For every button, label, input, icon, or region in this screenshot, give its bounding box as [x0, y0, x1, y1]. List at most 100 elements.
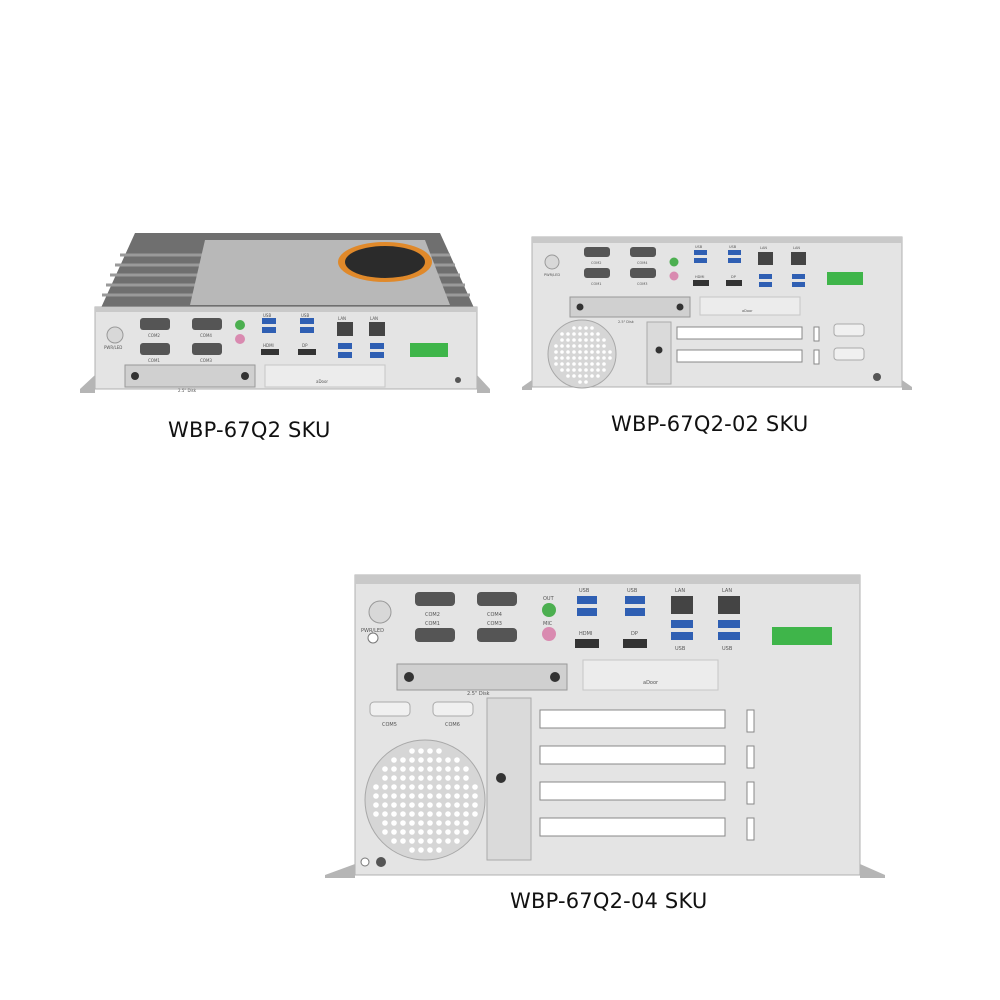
grille-hole	[409, 829, 415, 835]
grille-hole	[590, 368, 594, 372]
grille-hole	[409, 793, 415, 799]
brand-label: aDoor	[742, 309, 753, 313]
hdmi-label: HDMI	[695, 275, 704, 279]
grille-hole	[445, 820, 451, 826]
grille-hole	[472, 784, 478, 790]
grille-hole	[584, 326, 588, 330]
grille-hole	[608, 356, 612, 360]
grille-hole	[409, 820, 415, 826]
grille-hole	[578, 338, 582, 342]
lan-label-a: LAN	[675, 588, 685, 594]
grille-hole	[560, 350, 564, 354]
grille-hole	[436, 775, 442, 781]
grille-hole	[596, 368, 600, 372]
grille-hole	[382, 784, 388, 790]
grille-hole	[590, 338, 594, 342]
out-label: OUT	[543, 596, 555, 602]
grille-hole	[472, 802, 478, 808]
grille-hole	[584, 374, 588, 378]
grille-hole	[596, 362, 600, 366]
grille-hole	[382, 775, 388, 781]
grille-hole	[418, 766, 424, 772]
usb-label-a: USB	[263, 313, 271, 318]
caption-wbp-67q2: WBP-67Q2 SKU	[168, 418, 331, 442]
grille-hole	[436, 820, 442, 826]
grille-hole	[409, 838, 415, 844]
grille-hole	[418, 829, 424, 835]
com1-label: COM1	[148, 358, 160, 363]
grille-hole	[427, 802, 433, 808]
com4-label: COM4	[200, 333, 212, 338]
grille-hole	[572, 338, 576, 342]
grille-hole	[436, 847, 442, 853]
com2-label: COM2	[425, 612, 440, 618]
grille-hole	[436, 802, 442, 808]
grille-hole	[554, 344, 558, 348]
grille-hole	[400, 802, 406, 808]
grille-hole	[602, 344, 606, 348]
grille-hole	[427, 838, 433, 844]
grille-hole	[560, 356, 564, 360]
grille-hole	[400, 766, 406, 772]
dp-label: DP	[631, 631, 638, 637]
grille-hole	[584, 368, 588, 372]
pwr-led-label: PWR/LED	[104, 345, 122, 350]
grille-hole	[391, 784, 397, 790]
grille-hole	[400, 775, 406, 781]
grille-hole	[590, 350, 594, 354]
pwr-led-label: PWR/LED	[544, 273, 560, 277]
grille-hole	[463, 766, 469, 772]
grille-hole	[409, 811, 415, 817]
grille-hole	[427, 757, 433, 763]
mic-label: MIC	[543, 621, 553, 627]
grille-hole	[436, 757, 442, 763]
grille-hole	[391, 802, 397, 808]
grille-hole	[436, 784, 442, 790]
grille-hole	[584, 332, 588, 336]
grille-hole	[572, 374, 576, 378]
grille-hole	[602, 368, 606, 372]
grille-hole	[373, 793, 379, 799]
grille-hole	[596, 374, 600, 378]
grille-hole	[584, 380, 588, 384]
grille-hole	[584, 344, 588, 348]
dp-label: DP	[731, 275, 736, 279]
grille-hole	[391, 811, 397, 817]
grille-hole	[382, 766, 388, 772]
grille-hole	[454, 784, 460, 790]
grille-hole	[373, 802, 379, 808]
product-wbp-67q2-04-image: PWR/LED COM2 COM4 COM1 COM3 OUT MIC USB …	[325, 570, 885, 880]
pwr-led-label: PWR/LED	[361, 628, 384, 634]
grille-hole	[572, 326, 576, 330]
grille-hole	[391, 829, 397, 835]
grille-hole	[566, 368, 570, 372]
grille-hole	[400, 820, 406, 826]
grille-hole	[418, 847, 424, 853]
grille-hole	[400, 838, 406, 844]
com1-label: COM1	[425, 621, 440, 627]
grille-hole	[578, 332, 582, 336]
lan-label-a: LAN	[760, 246, 767, 250]
grille-hole	[578, 362, 582, 366]
grille-hole	[572, 368, 576, 372]
grille-hole	[427, 775, 433, 781]
grille-hole	[436, 748, 442, 754]
grille-hole	[463, 820, 469, 826]
grille-hole	[400, 757, 406, 763]
grille-hole	[418, 793, 424, 799]
grille-hole	[382, 802, 388, 808]
grille-hole	[445, 775, 451, 781]
grille-hole	[391, 793, 397, 799]
grille-hole	[578, 374, 582, 378]
lan-label-b: LAN	[793, 246, 800, 250]
grille-hole	[427, 766, 433, 772]
grille-hole	[436, 838, 442, 844]
grille-hole	[445, 784, 451, 790]
grille-hole	[427, 748, 433, 754]
grille-hole	[418, 820, 424, 826]
grille-hole	[382, 820, 388, 826]
usb-label-b: USB	[301, 313, 309, 318]
grille-hole	[427, 784, 433, 790]
grille-hole	[463, 793, 469, 799]
grille-hole	[463, 811, 469, 817]
